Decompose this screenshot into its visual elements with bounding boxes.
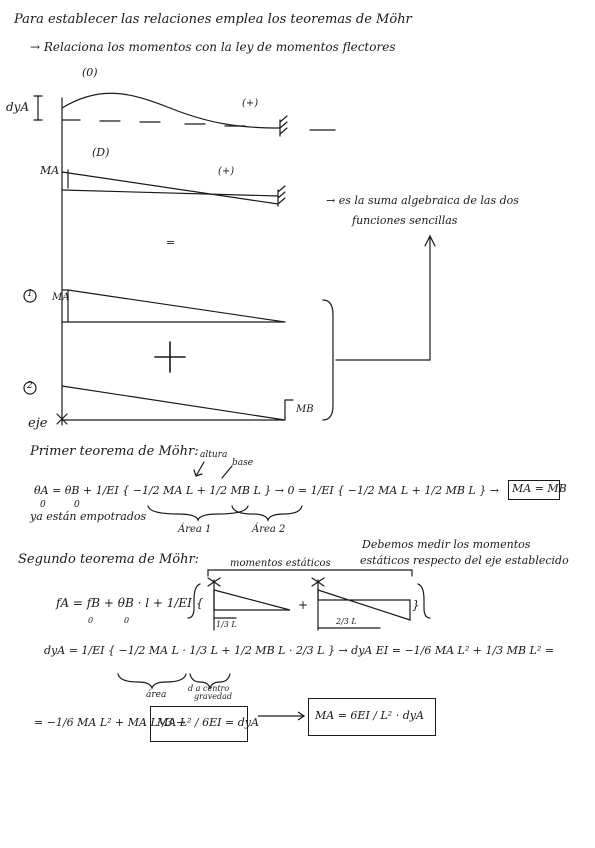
area2-brace bbox=[232, 506, 302, 520]
third-L-a: 1/3 L bbox=[216, 620, 237, 629]
dcg-brace bbox=[190, 674, 230, 688]
result-box-3: MA = 6EI / L² · dyA bbox=[308, 698, 436, 736]
left-brace-fA bbox=[188, 584, 200, 618]
caseD-tag: (D) bbox=[92, 146, 110, 159]
sum-bracket bbox=[323, 300, 333, 420]
intro-line-2: → Relaciona los momentos con la ley de m… bbox=[30, 40, 396, 54]
case0-tag: (0) bbox=[82, 66, 98, 79]
dyA-label: dyA bbox=[6, 100, 30, 114]
deflected-beam-curve bbox=[62, 93, 280, 128]
area-2-label: Área 2 bbox=[252, 524, 286, 535]
case0-sign: (+) bbox=[242, 98, 259, 109]
area-1-label: Área 1 bbox=[178, 524, 212, 535]
base-arrow bbox=[222, 466, 232, 478]
moment-diagonal-D bbox=[62, 172, 278, 204]
intro-line-1: Para establecer las relaciones emplea lo… bbox=[14, 12, 412, 27]
eq-fA: fA = fB + θB · l + 1/EI { bbox=[56, 596, 204, 610]
zero-a: 0 bbox=[40, 500, 46, 510]
axis-label: eje bbox=[28, 416, 48, 431]
eq-dyA: dyA = 1/EI { −1/2 MA L · 1/3 L + 1/2 MB … bbox=[44, 644, 554, 657]
right-brace-fA bbox=[418, 584, 430, 618]
MA-label-D: MA bbox=[40, 164, 60, 177]
result-box-2: MA L² / 6EI = dyA bbox=[150, 706, 259, 742]
first-theorem-title: Primer teorema de Möhr: bbox=[30, 444, 199, 459]
circle-2 bbox=[24, 382, 36, 394]
second-note-1: Debemos medir los momentos bbox=[362, 538, 531, 551]
triangle-2 bbox=[62, 386, 293, 420]
fA-zero-a: 0 bbox=[88, 616, 94, 625]
eq-final: = −1/6 MA L² + MA L²/3 → bbox=[34, 716, 186, 729]
area1-brace bbox=[148, 506, 248, 520]
triangle-1 bbox=[62, 290, 285, 322]
plus-sketches: + bbox=[298, 598, 309, 612]
MA-label-1: MA bbox=[52, 292, 70, 303]
moment-baseline-D bbox=[62, 190, 278, 196]
plus-cross bbox=[155, 342, 185, 372]
result-MA-MB: MA = MB bbox=[512, 482, 567, 495]
side-note-1: → es la suma algebraica de las dos bbox=[326, 194, 519, 207]
side-note-2: funciones sencillas bbox=[352, 214, 458, 227]
sum-arrow bbox=[336, 236, 435, 360]
label-dcg-2: gravedad bbox=[194, 692, 232, 701]
box2-text: MA = 6EI / L² · dyA bbox=[315, 709, 424, 722]
zero-b: 0 bbox=[74, 500, 80, 510]
mini-axis-2 bbox=[312, 578, 324, 630]
axis-x-mark bbox=[57, 414, 67, 424]
first-theorem-equation: θA = θB + 1/EI { −1/2 MA L + 1/2 MB L } … bbox=[34, 484, 499, 497]
note-altura: altura bbox=[200, 450, 228, 460]
mini-triangle-1 bbox=[214, 590, 290, 610]
equals-sign: = bbox=[166, 236, 176, 249]
mini-triangle-2 bbox=[318, 590, 410, 620]
MB-label: MB bbox=[296, 404, 314, 415]
dashed-reference-line bbox=[62, 120, 335, 130]
close-brace: } bbox=[412, 598, 420, 612]
second-theorem-title: Segundo teorema de Möhr: bbox=[18, 552, 200, 567]
result-box-1: MA = MB bbox=[508, 480, 567, 500]
second-note-2: estáticos respecto del eje establecido bbox=[360, 554, 569, 567]
fixed-support-hatch-top bbox=[280, 116, 287, 136]
area-brace bbox=[118, 674, 186, 688]
marker-2: 2 bbox=[27, 381, 33, 391]
fA-zero-b: 0 bbox=[124, 616, 130, 625]
caseD-sign: (+) bbox=[218, 166, 235, 177]
label-area: área bbox=[146, 690, 167, 700]
altura-arrow bbox=[194, 462, 204, 476]
moments-bracket bbox=[208, 570, 412, 576]
circle-1 bbox=[24, 290, 36, 302]
embedded-note: ya están empotrados bbox=[30, 510, 147, 523]
label-dcg-1: d a centro bbox=[188, 684, 230, 693]
moments-label: momentos estáticos bbox=[230, 558, 331, 569]
fixed-support-hatch-D bbox=[278, 186, 285, 206]
note-base: base bbox=[232, 458, 254, 468]
third-L-b: 2/3 L bbox=[336, 617, 357, 626]
box1-text: MA L² / 6EI = dyA bbox=[157, 716, 259, 729]
marker-1: 1 bbox=[27, 289, 33, 299]
